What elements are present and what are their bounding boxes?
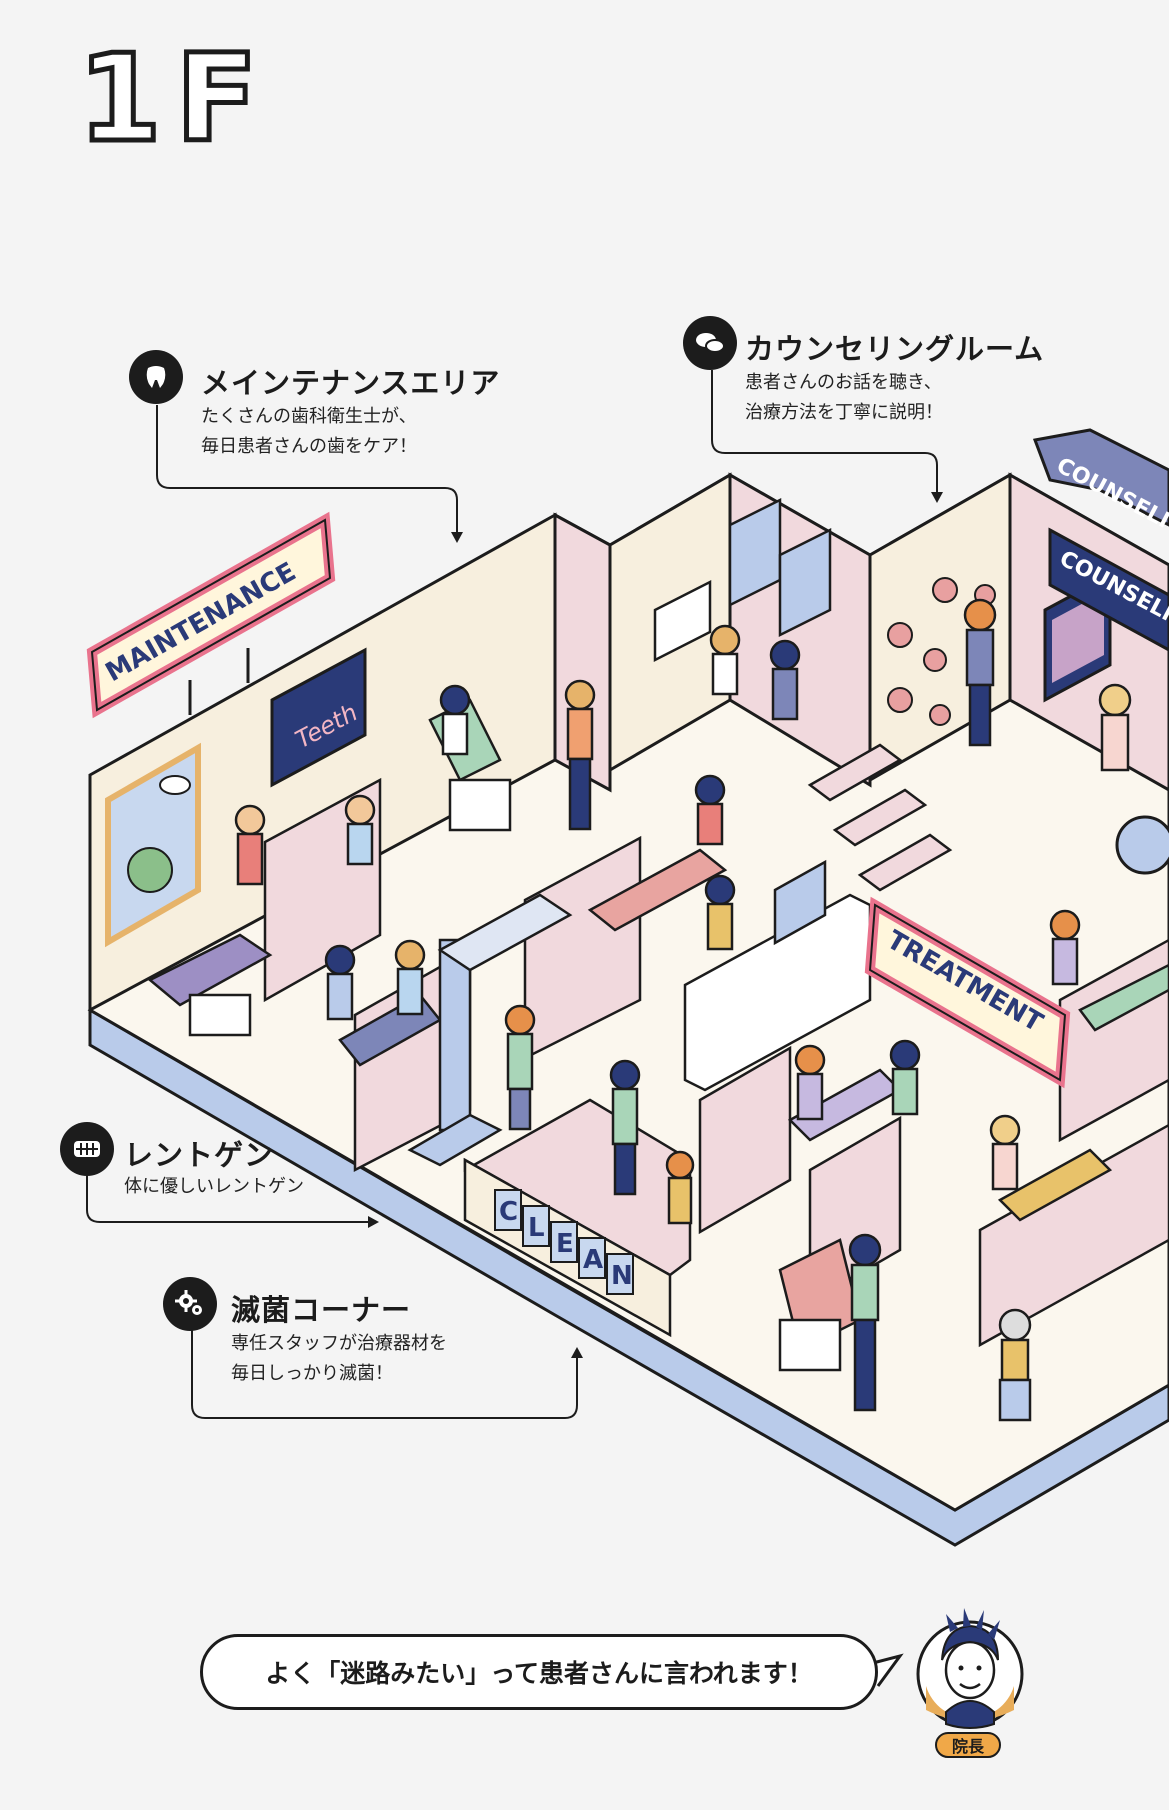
clean-letter-c: C: [499, 1197, 518, 1227]
floor-label: 1F: [75, 30, 272, 169]
callout-desc-line2: 毎日しっかり滅菌！: [231, 1363, 393, 1384]
wheelchair: [1115, 815, 1169, 875]
flower-decorations: [887, 577, 996, 726]
person: [998, 1308, 1032, 1422]
person: [394, 939, 426, 1016]
leader-arrowheads: [368, 492, 943, 1358]
person: [234, 804, 266, 886]
person: [609, 1059, 641, 1196]
callout-desc-line1: たくさんの歯科衛生士が、: [201, 406, 417, 427]
gears-icon: [163, 1277, 217, 1331]
callout-title: 滅菌コーナー: [231, 1293, 412, 1327]
person: [848, 1233, 882, 1412]
steps: [807, 743, 953, 892]
person: [709, 624, 741, 696]
person: [889, 1039, 921, 1116]
person: [963, 598, 997, 747]
callout-title: レントゲン: [124, 1138, 275, 1172]
person: [794, 1044, 826, 1121]
clean-letter-e: E: [556, 1229, 574, 1259]
cabinets: [728, 497, 832, 638]
person: [324, 944, 356, 1021]
person: [564, 679, 596, 831]
person: [665, 1150, 695, 1225]
speech-tail: [872, 1653, 904, 1687]
counseling-screen: [1043, 572, 1112, 703]
callout-title: カウンセリングルーム: [745, 332, 1045, 366]
person: [694, 774, 726, 846]
leader-lines: [86, 370, 938, 1419]
teeth-board: Teeth: [270, 647, 367, 788]
callout-desc-line2: 治療方法を丁寧に説明！: [745, 402, 943, 423]
person: [1098, 683, 1132, 772]
chat-bubbles-icon: [683, 316, 737, 370]
person: [769, 639, 801, 721]
avatar: [908, 1600, 1032, 1740]
person: [704, 874, 736, 951]
clean-letter-n: N: [611, 1261, 633, 1291]
cubicle-walls: [263, 777, 1169, 1348]
clean-letter-l: L: [528, 1213, 545, 1243]
callout-maintenance: メインテナンスエリア たくさんの歯科衛生士が、 毎日患者さんの歯をケア！: [129, 350, 509, 460]
speech-text: よく「迷路みたい」って患者さんに言われます！: [265, 1659, 813, 1688]
clean-sign: C L E A N: [494, 1189, 634, 1295]
callout-counseling: カウンセリングルーム 患者さんのお話を聴き、 治療方法を丁寧に説明！: [683, 316, 1083, 426]
person: [1049, 909, 1081, 986]
speech-bubble: よく「迷路みたい」って患者さんに言われます！: [200, 1634, 878, 1710]
person: [504, 1004, 536, 1131]
wall-monitor: [653, 579, 712, 663]
person: [439, 684, 471, 756]
callout-desc-line2: 毎日患者さんの歯をケア！: [201, 436, 417, 457]
teeth-xray-icon: [60, 1122, 114, 1176]
dental-chair: [147, 698, 1169, 1372]
people: [234, 598, 1132, 1422]
callout-desc-line1: 患者さんのお話を聴き、: [745, 372, 942, 393]
callout-title: メインテナンスエリア: [201, 366, 501, 400]
maintenance-sign-text: MAINTENANCE: [101, 557, 302, 688]
callout-xray: レントゲン 体に優しいレントゲン: [60, 1122, 380, 1202]
xray-machine: [407, 893, 573, 1167]
window: [105, 742, 201, 948]
person: [344, 794, 376, 866]
clean-letter-a: A: [583, 1245, 603, 1275]
tooth-sparkle-icon: [129, 350, 183, 404]
callout-desc-line1: 専任スタッフが治療器材を: [231, 1333, 447, 1354]
callout-sterilization: 滅菌コーナー 専任スタッフが治療器材を 毎日しっかり滅菌！: [163, 1277, 503, 1387]
director-badge: 院長: [935, 1732, 1001, 1758]
callout-desc-line1: 体に優しいレントゲン: [124, 1176, 304, 1197]
person: [989, 1114, 1021, 1191]
reception-desk: [683, 859, 872, 1092]
